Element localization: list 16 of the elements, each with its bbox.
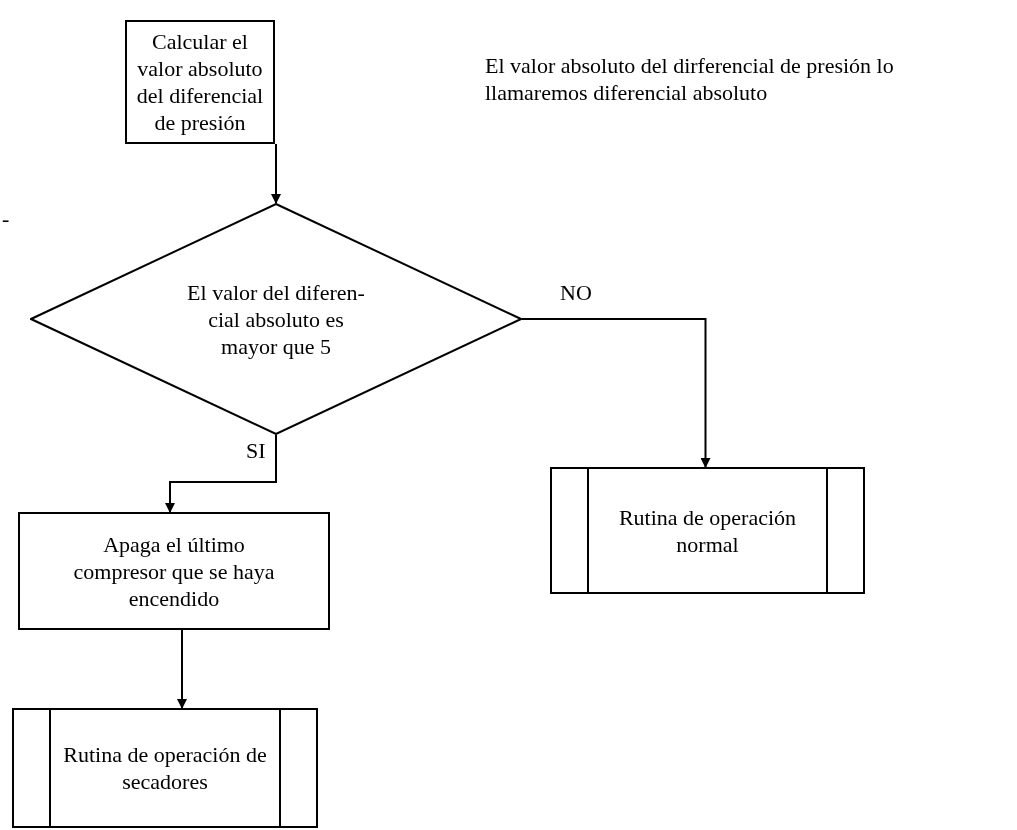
predefined-process-box (550, 467, 865, 594)
node-text: Calcular el valor absoluto del diferencial de presión (135, 28, 265, 136)
decision-diamond (30, 203, 522, 435)
arrow (165, 434, 277, 513)
stray-mark: - (2, 205, 11, 232)
node-text: Rutina de operación normal (617, 503, 798, 558)
process-box (18, 512, 330, 630)
process-box (125, 20, 275, 144)
node-text: Apaga el último compresor que se haya encendido (72, 530, 276, 612)
predefined-process-box (12, 708, 318, 828)
node-text: Rutina de operación de secadores (62, 741, 268, 795)
arrow (177, 629, 187, 709)
node-text: El valor del diferen- cial absoluto es mayor que 5 (186, 278, 366, 360)
arrow (271, 143, 281, 204)
note-text: El valor absoluto del dirferencial de presión lo llamaremos diferencial absoluto (485, 52, 895, 106)
arrow (521, 318, 711, 468)
